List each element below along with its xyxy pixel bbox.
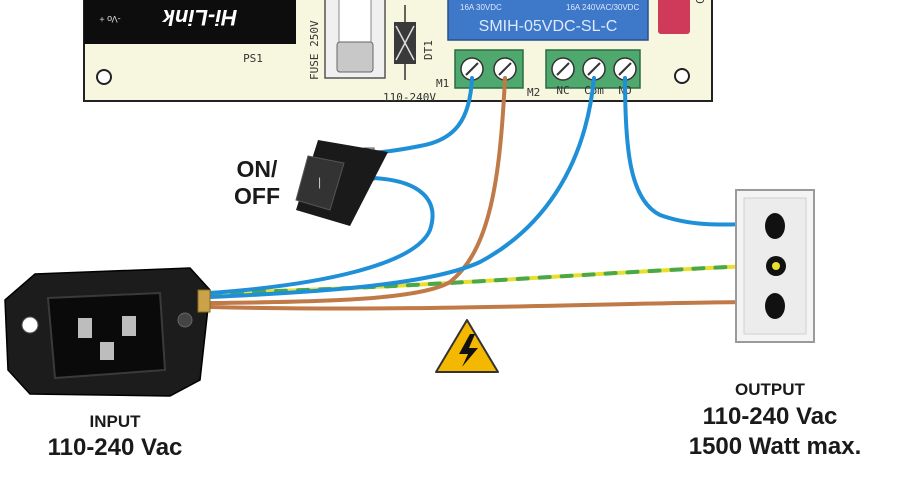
wire-blue-com-input — [208, 76, 596, 299]
iec-mount-hole-left — [21, 316, 39, 334]
iec-pin-right — [122, 316, 136, 336]
output-title: OUTPUT — [735, 380, 805, 399]
wire-brown-m1 — [208, 76, 507, 305]
module-pin-label: -Vo + — [99, 14, 120, 24]
socket-hole-bottom — [765, 293, 785, 319]
wire-brown-direct — [208, 300, 754, 311]
output-socket — [735, 189, 815, 343]
relay-model: SMIH-05VDC-SL-C — [479, 18, 618, 35]
m1-ref: M1 — [436, 77, 449, 90]
module-brand: Hi-Link — [161, 5, 237, 30]
switch-glyph: | — [318, 175, 321, 189]
capacitor: C — [658, 0, 707, 34]
input-value: 110-240 Vac — [47, 434, 183, 461]
mounting-hole-left — [96, 69, 112, 85]
wires — [208, 76, 754, 311]
power-module: Hi-Link -Vo + PS1 — [84, 0, 296, 65]
socket-hole-top — [765, 213, 785, 239]
diode-ref: DT1 — [422, 40, 435, 60]
wire-earth-stripe — [208, 264, 754, 295]
m2-ref: M2 — [527, 86, 540, 99]
capacitor-ref: C — [694, 0, 707, 4]
module-ref: PS1 — [243, 52, 263, 65]
m2-pin-nc: NC — [556, 84, 569, 97]
pcb-board: Hi-Link -Vo + PS1 FUSE 250V DT1 16A 30VD… — [83, 0, 713, 104]
iec-mount-hole-right — [177, 312, 193, 328]
fuse-label: FUSE 250V — [308, 20, 321, 80]
switch-label: ON/ OFF — [222, 156, 292, 210]
terminal-m1: M1 110-240V — [383, 49, 524, 104]
output-value: 110-240 Vac — [702, 403, 838, 430]
mounting-hole-right — [674, 68, 690, 84]
m1-voltage: 110-240V — [383, 91, 436, 104]
switch-label-line1: ON/ — [236, 156, 278, 182]
switch-label-line2: OFF — [234, 183, 280, 209]
wire-blue-m1-switch — [370, 76, 474, 155]
fuse-holder: FUSE 250V — [308, 0, 386, 80]
relay-rating-left: 16A 30VDC — [460, 3, 502, 12]
input-title: INPUT — [89, 412, 141, 431]
wire-blue-switch-input — [208, 176, 435, 295]
power-switch: | — [295, 140, 388, 226]
iec-pin-left — [78, 318, 92, 338]
output-power: 1500 Watt max. — [688, 433, 862, 460]
high-voltage-warning-icon — [435, 319, 499, 373]
diode: DT1 — [394, 5, 435, 80]
relay: 16A 30VDC 16A 240VAC/30VDC SMIH-05VDC-SL… — [447, 0, 649, 41]
relay-rating-right: 16A 240VAC/30VDC — [566, 3, 639, 12]
wire-blue-no-socket — [623, 76, 754, 227]
iec-input-connector — [4, 267, 211, 397]
iec-pin-earth — [100, 342, 114, 360]
